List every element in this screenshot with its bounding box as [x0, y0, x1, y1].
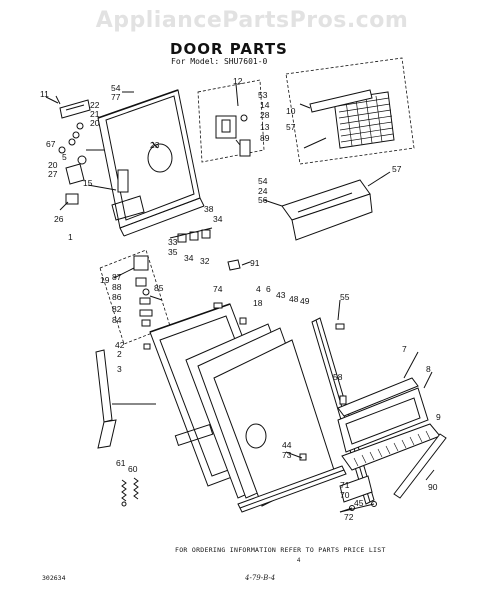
small-parts — [143, 302, 347, 461]
callout-21: 21 — [90, 109, 100, 119]
callout-90: 90 — [428, 482, 438, 492]
callout-19: 19 — [100, 275, 110, 285]
callout-26: 26 — [54, 214, 64, 224]
latch-assembly — [197, 79, 265, 163]
hinge-hardware — [169, 227, 241, 271]
left-hardware — [58, 122, 117, 205]
callout-71: 71 — [340, 480, 350, 490]
callout-1: 1 — [68, 232, 73, 242]
callout-23: 23 — [150, 140, 160, 150]
callout-22: 22 — [90, 100, 100, 110]
callout-14: 14 — [260, 100, 270, 110]
callout-10: 10 — [286, 106, 296, 116]
callout-7: 7 — [402, 344, 407, 354]
callout-54: 54 — [111, 83, 121, 93]
callout-34a: 34 — [213, 214, 223, 224]
callout-84: 84 — [112, 315, 122, 325]
springs — [121, 477, 139, 507]
callout-2: 2 — [117, 349, 122, 359]
callout-72: 72 — [344, 512, 354, 522]
callout-85: 85 — [154, 283, 164, 293]
watermark: AppliancePartsPros.com — [95, 8, 409, 33]
callout-60: 60 — [128, 464, 138, 474]
callout-38: 38 — [204, 204, 214, 214]
vent-panel — [285, 57, 415, 165]
callout-15: 15 — [83, 178, 93, 188]
ordering-note: FOR ORDERING INFORMATION REFER TO PARTS … — [175, 546, 386, 554]
callout-34b: 34 — [184, 253, 194, 263]
callout-67: 67 — [46, 139, 56, 149]
callout-73: 73 — [282, 450, 292, 460]
callout-70: 70 — [340, 490, 350, 500]
callout-87: 87 — [112, 272, 122, 282]
model-number: For Model: SHU7601-0 — [171, 57, 268, 66]
callout-86: 86 — [112, 292, 122, 302]
callout-45: 45 — [354, 498, 364, 508]
callout-49: 49 — [300, 296, 310, 306]
callout-labels: 11 54 77 22 21 20 67 5 20 27 15 26 1 12 … — [40, 76, 441, 522]
handle-bracket — [55, 95, 91, 119]
handwritten-note: 4-79-B-4 — [245, 574, 276, 582]
callout-6: 6 — [266, 284, 271, 294]
callout-20a: 20 — [90, 118, 100, 128]
bottom-trim — [237, 465, 347, 513]
callout-32: 32 — [200, 256, 210, 266]
callout-44: 44 — [282, 440, 292, 450]
callout-54b: 54 — [258, 176, 268, 186]
callout-3: 3 — [117, 364, 122, 374]
left-trim — [95, 349, 156, 449]
callout-74: 74 — [213, 284, 223, 294]
callout-77: 77 — [111, 92, 121, 102]
air-deflector — [281, 179, 373, 241]
callout-43: 43 — [276, 290, 286, 300]
callout-91: 91 — [250, 258, 260, 268]
document-number: 302634 — [42, 574, 66, 582]
callout-5: 5 — [62, 152, 67, 162]
callout-57b: 57 — [392, 164, 402, 174]
diagram-title: DOOR PARTS — [170, 40, 288, 58]
leader-lines — [45, 83, 435, 513]
inner-door-panel — [97, 89, 205, 237]
callout-9: 9 — [436, 412, 441, 422]
door-handle — [337, 377, 429, 453]
callout-4: 4 — [256, 284, 261, 294]
callout-61: 61 — [116, 458, 126, 468]
rod — [393, 433, 447, 499]
callout-57a: 57 — [286, 122, 296, 132]
callout-58: 58 — [333, 372, 343, 382]
switch-assembly — [99, 249, 171, 345]
callout-89: 89 — [260, 133, 270, 143]
callout-20b: 20 — [48, 160, 58, 170]
callout-33: 33 — [168, 237, 178, 247]
callout-53: 53 — [258, 90, 268, 100]
callout-42: 42 — [115, 340, 125, 350]
callout-88: 88 — [112, 282, 122, 292]
callout-18: 18 — [253, 298, 263, 308]
callout-27: 27 — [48, 169, 58, 179]
callout-11: 11 — [40, 89, 49, 99]
callout-56: 56 — [258, 195, 268, 205]
page-number: 4 — [297, 558, 301, 564]
callout-48: 48 — [289, 294, 299, 304]
callout-28: 28 — [260, 110, 270, 120]
callout-35: 35 — [168, 247, 178, 257]
callout-55: 55 — [340, 292, 350, 302]
callout-82: 82 — [112, 304, 122, 314]
callout-12: 12 — [233, 76, 243, 86]
callout-24: 24 — [258, 186, 268, 196]
callout-8: 8 — [426, 364, 431, 374]
callout-13: 13 — [260, 122, 270, 132]
